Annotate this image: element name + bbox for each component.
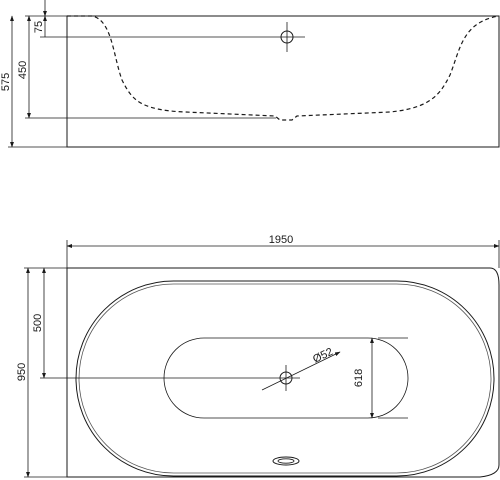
dimension-depth: 450 xyxy=(17,15,31,119)
dimension-drain-offset: 500 xyxy=(32,267,46,379)
dimension-width: 950 xyxy=(16,267,30,478)
drain-diameter-leader xyxy=(261,351,341,391)
outer-basin-shade xyxy=(78,283,492,474)
dim-label-width: 950 xyxy=(16,363,28,381)
outer-basin xyxy=(75,280,495,477)
side-view: 75 450 575 xyxy=(0,0,500,148)
dim-label-inner-width: 618 xyxy=(353,369,365,387)
basin-profile-dashed xyxy=(67,15,500,121)
overflow-fitting xyxy=(272,456,300,466)
dim-label-length: 1950 xyxy=(269,234,293,246)
dimension-overflow: 75 xyxy=(33,0,47,37)
dimension-inner-width: 618 xyxy=(353,337,408,419)
dim-label-drain-diameter: Ø52 xyxy=(311,346,335,366)
dimension-height: 575 xyxy=(0,15,14,148)
top-view-outline xyxy=(66,267,500,478)
top-view: Ø52 1950 500 950 xyxy=(16,234,500,478)
dim-label-overflow: 75 xyxy=(33,21,45,33)
dim-label-height: 575 xyxy=(0,73,12,91)
dim-label-depth: 450 xyxy=(17,61,29,79)
side-view-outline xyxy=(66,15,500,148)
dim-label-drain-offset: 500 xyxy=(32,314,44,332)
dimension-length: 1950 xyxy=(66,234,500,268)
